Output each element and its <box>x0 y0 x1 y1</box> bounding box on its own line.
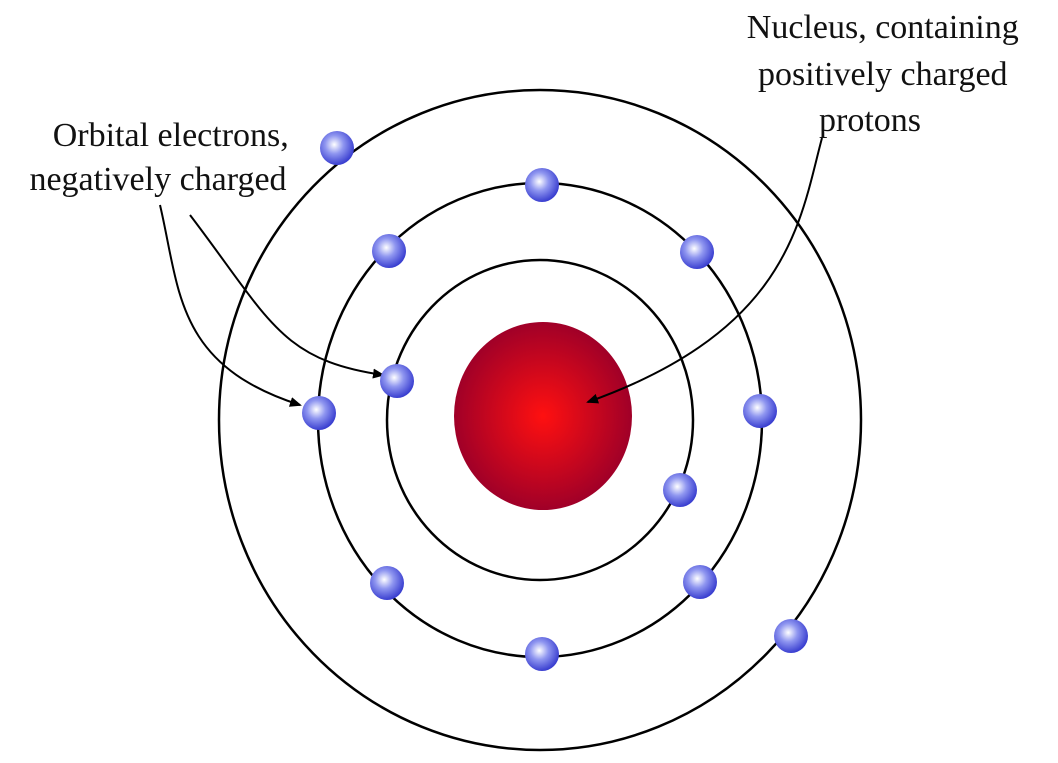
nucleus-label-line-1: Nucleus, containing <box>747 9 1019 46</box>
nucleus-label: Nucleus, containing positively charged p… <box>747 9 1027 139</box>
electrons-label-line-2: negatively charged <box>29 161 286 198</box>
electron <box>525 637 559 671</box>
electron <box>663 473 697 507</box>
electron <box>320 131 354 165</box>
electrons-label: Orbital electrons, negatively charged <box>29 117 297 198</box>
nucleus-label-line-2: positively charged <box>758 56 1008 93</box>
outer-orbit <box>217 88 863 752</box>
electron <box>680 235 714 269</box>
electron <box>525 168 559 202</box>
electron <box>743 394 777 428</box>
electron <box>372 234 406 268</box>
nucleus-label-line-3: protons <box>819 102 921 139</box>
electron-pointer-arrow-outer <box>159 204 302 407</box>
electron <box>370 566 404 600</box>
electron <box>774 619 808 653</box>
electron-pointer-arrow-inner <box>189 214 385 379</box>
electron <box>302 396 336 430</box>
electrons-label-line-1: Orbital electrons, <box>53 117 289 154</box>
inner-orbit <box>385 258 695 582</box>
electron <box>683 565 717 599</box>
nucleus-pointer-arrow <box>586 137 823 404</box>
nucleus <box>454 322 632 510</box>
electron <box>380 364 414 398</box>
